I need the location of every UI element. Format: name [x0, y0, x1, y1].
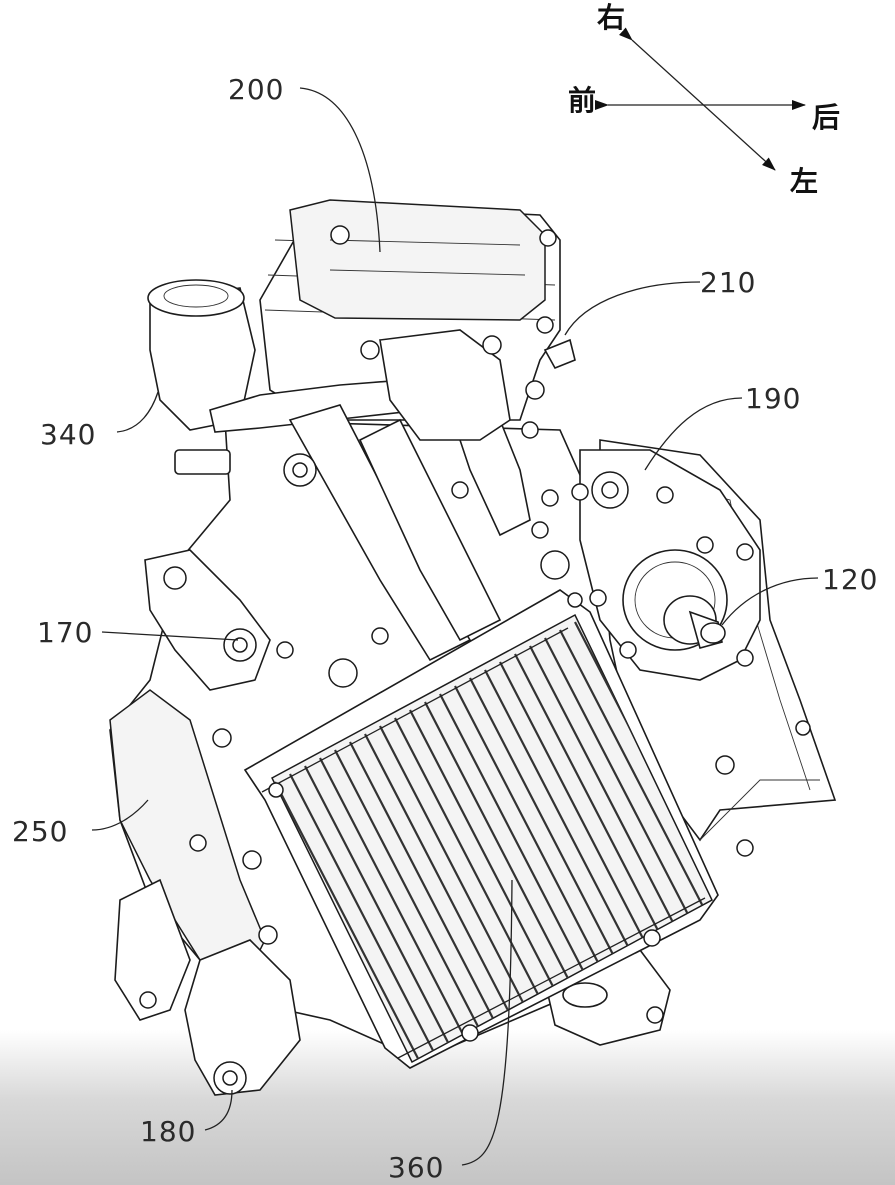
label-180: 180: [140, 1115, 196, 1148]
label-360: 360: [388, 1151, 444, 1184]
direction-right: 右: [597, 1, 625, 34]
label-190: 190: [745, 382, 801, 415]
radiator-fins: [272, 621, 712, 1062]
direction-rear: 后: [812, 101, 840, 134]
direction-left: 左: [790, 165, 818, 198]
direction-indicator: [595, 27, 806, 171]
engine-assembly: [109, 199, 837, 1096]
label-200: 200: [228, 73, 284, 106]
direction-labels: 右 前 后 左: [568, 1, 840, 198]
label-120: 120: [822, 563, 878, 596]
label-250: 250: [12, 815, 68, 848]
label-170: 170: [37, 616, 93, 649]
leader-lines: [91, 87, 819, 1166]
label-210: 210: [700, 266, 756, 299]
reference-labels: 200 210 190 120 340 170 250 180 360: [12, 73, 878, 1184]
label-340: 340: [40, 418, 96, 451]
direction-front: 前: [568, 84, 596, 117]
